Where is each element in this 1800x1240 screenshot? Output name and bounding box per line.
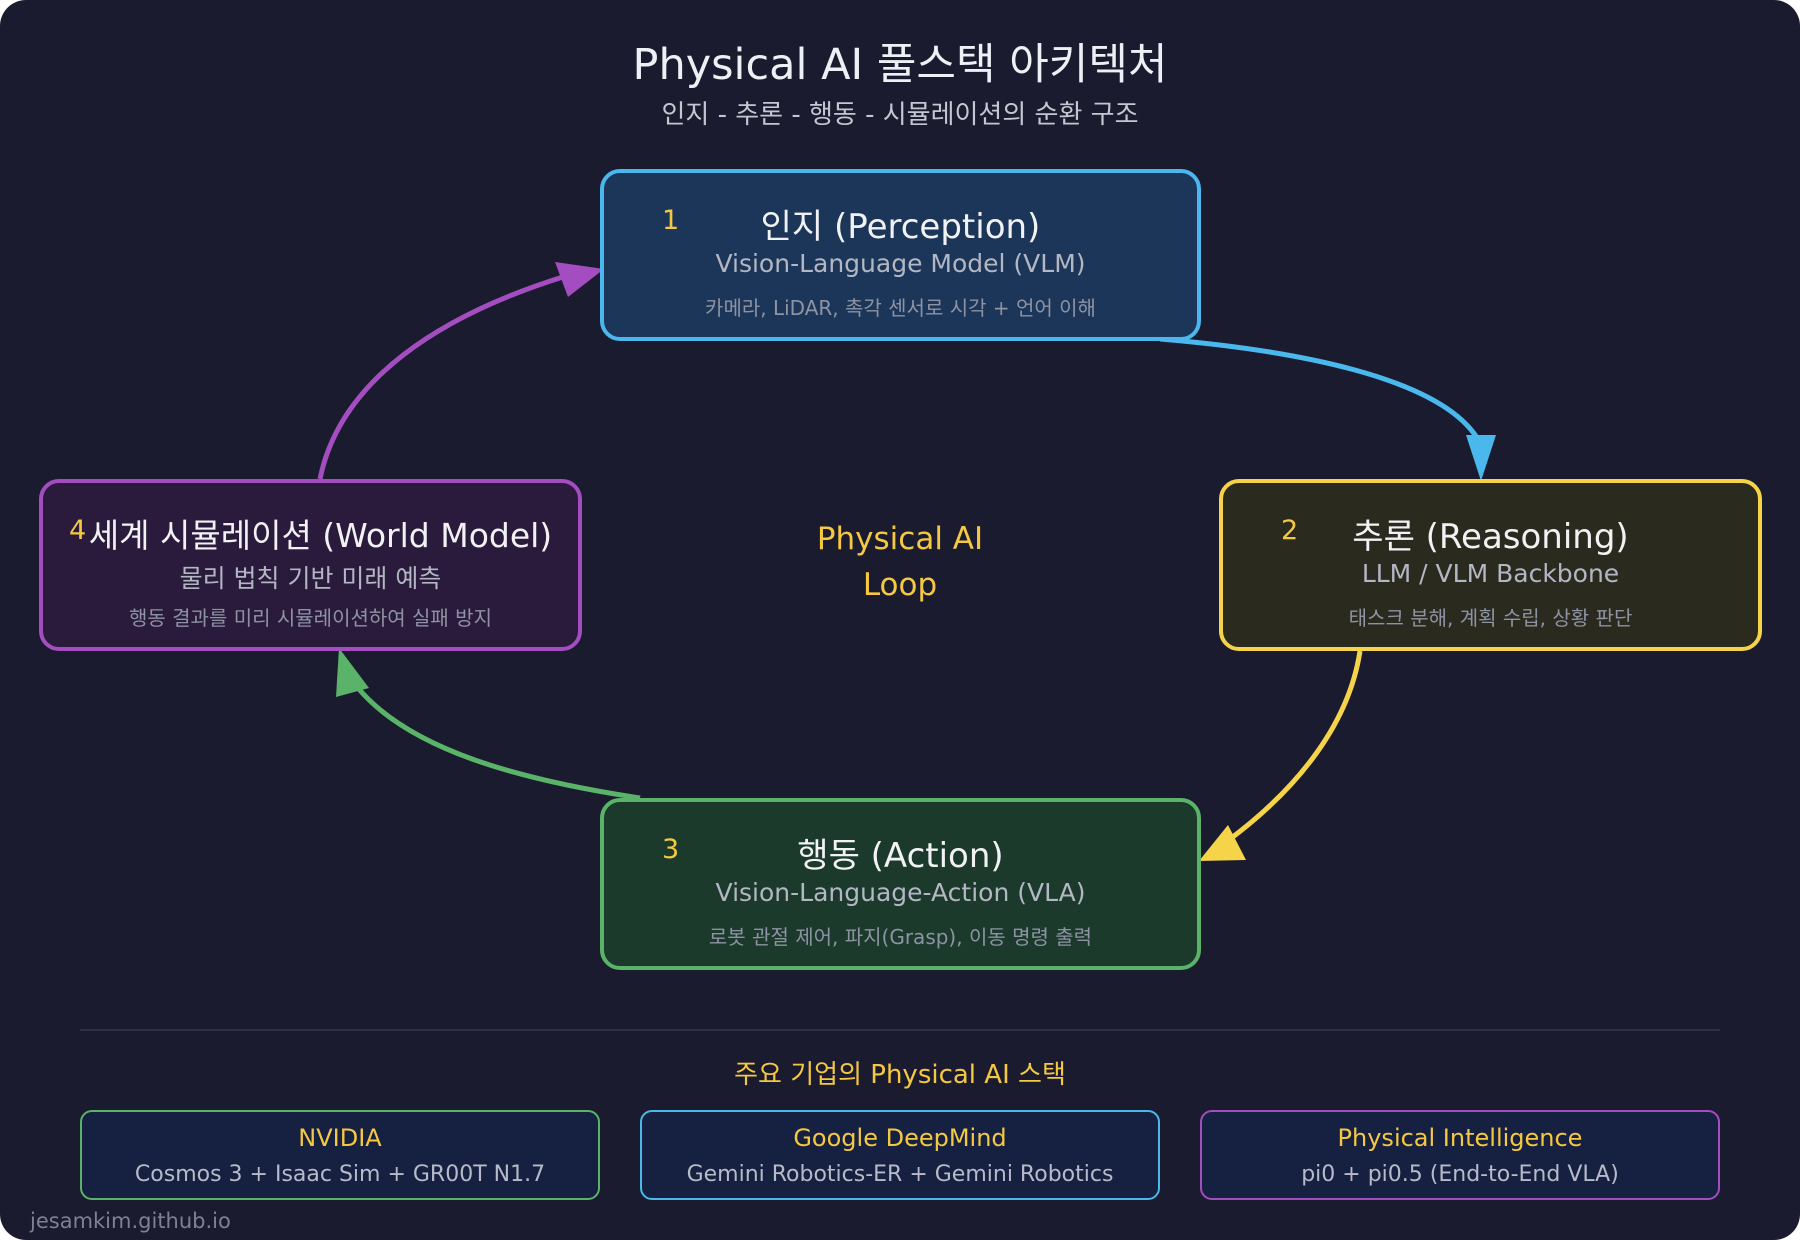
company-name: NVIDIA	[298, 1124, 382, 1152]
reasoning-title: 추론 (Reasoning)	[1352, 517, 1629, 557]
action-node: 3 행동 (Action) Vision-Language-Action (VL…	[600, 798, 1201, 970]
loop-label-line-1: Physical AI	[816, 521, 984, 557]
world-model-subtitle: 물리 법칙 기반 미래 예측	[179, 564, 442, 593]
arrow-action-to-world-head	[336, 648, 369, 697]
company-stack: Cosmos 3 + Isaac Sim + GR00T N1.7	[134, 1162, 546, 1187]
reasoning-node: 2 추론 (Reasoning) LLM / VLM Backbone 태스크 …	[1219, 479, 1762, 651]
arrow-reasoning-to-action-head	[1199, 825, 1246, 861]
arrow-perception-to-reasoning-head	[1466, 435, 1496, 481]
loop-center-label: Physical AI Loop	[750, 516, 1050, 608]
perception-description: 카메라, LiDAR, 촉각 센서로 시각 + 언어 이해	[705, 296, 1096, 320]
reasoning-subtitle: LLM / VLM Backbone	[1361, 559, 1620, 588]
reasoning-description: 태스크 분해, 계획 수립, 상황 판단	[1348, 606, 1633, 630]
arrow-world-to-perception	[317, 273, 567, 480]
action-title: 행동 (Action)	[797, 836, 1004, 876]
company-card-google-deepmind: Google DeepMind Gemini Robotics-ER + Gem…	[640, 1110, 1160, 1200]
company-card-nvidia: NVIDIA Cosmos 3 + Isaac Sim + GR00T N1.7	[80, 1110, 600, 1200]
company-card-physical-intelligence: Physical Intelligence pi0 + pi0.5 (End-t…	[1200, 1110, 1720, 1200]
stack-section-title: 주요 기업의 Physical AI 스택	[734, 1060, 1066, 1090]
action-subtitle: Vision-Language-Action (VLA)	[715, 878, 1086, 907]
diagram-title: Physical AI 풀스택 아키텍처	[632, 40, 1168, 90]
company-stack: Gemini Robotics-ER + Gemini Robotics	[686, 1162, 1114, 1187]
perception-subtitle: Vision-Language Model (VLM)	[715, 249, 1086, 278]
arrow-action-to-world	[356, 686, 641, 801]
world-model-title: 세계 시뮬레이션 (World Model)	[88, 516, 553, 555]
perception-title: 인지 (Perception)	[760, 207, 1041, 247]
arrow-perception-to-reasoning	[1159, 336, 1485, 449]
company-stack: pi0 + pi0.5 (End-to-End VLA)	[1301, 1162, 1619, 1187]
arrow-reasoning-to-action	[1224, 650, 1363, 845]
section-divider	[80, 1029, 1720, 1031]
loop-label-line-2: Loop	[862, 567, 938, 603]
perception-node: 1 인지 (Perception) Vision-Language Model …	[600, 169, 1201, 341]
action-step-number: 3	[662, 834, 680, 865]
world-model-node: 4 세계 시뮬레이션 (World Model) 물리 법칙 기반 미래 예측 …	[39, 479, 582, 651]
diagram-subtitle: 인지 - 추론 - 행동 - 시뮬레이션의 순환 구조	[661, 100, 1139, 130]
arrow-world-to-perception-head	[555, 262, 604, 297]
world-model-step-number: 4	[69, 515, 87, 546]
company-name: Google DeepMind	[793, 1124, 1007, 1152]
site-watermark: jesamkim.github.io	[30, 1209, 231, 1233]
company-name: Physical Intelligence	[1337, 1124, 1583, 1152]
reasoning-step-number: 2	[1281, 515, 1299, 546]
action-description: 로봇 관절 제어, 파지(Grasp), 이동 명령 출력	[708, 925, 1093, 949]
perception-step-number: 1	[662, 205, 680, 236]
world-model-description: 행동 결과를 미리 시뮬레이션하여 실패 방지	[129, 606, 492, 630]
